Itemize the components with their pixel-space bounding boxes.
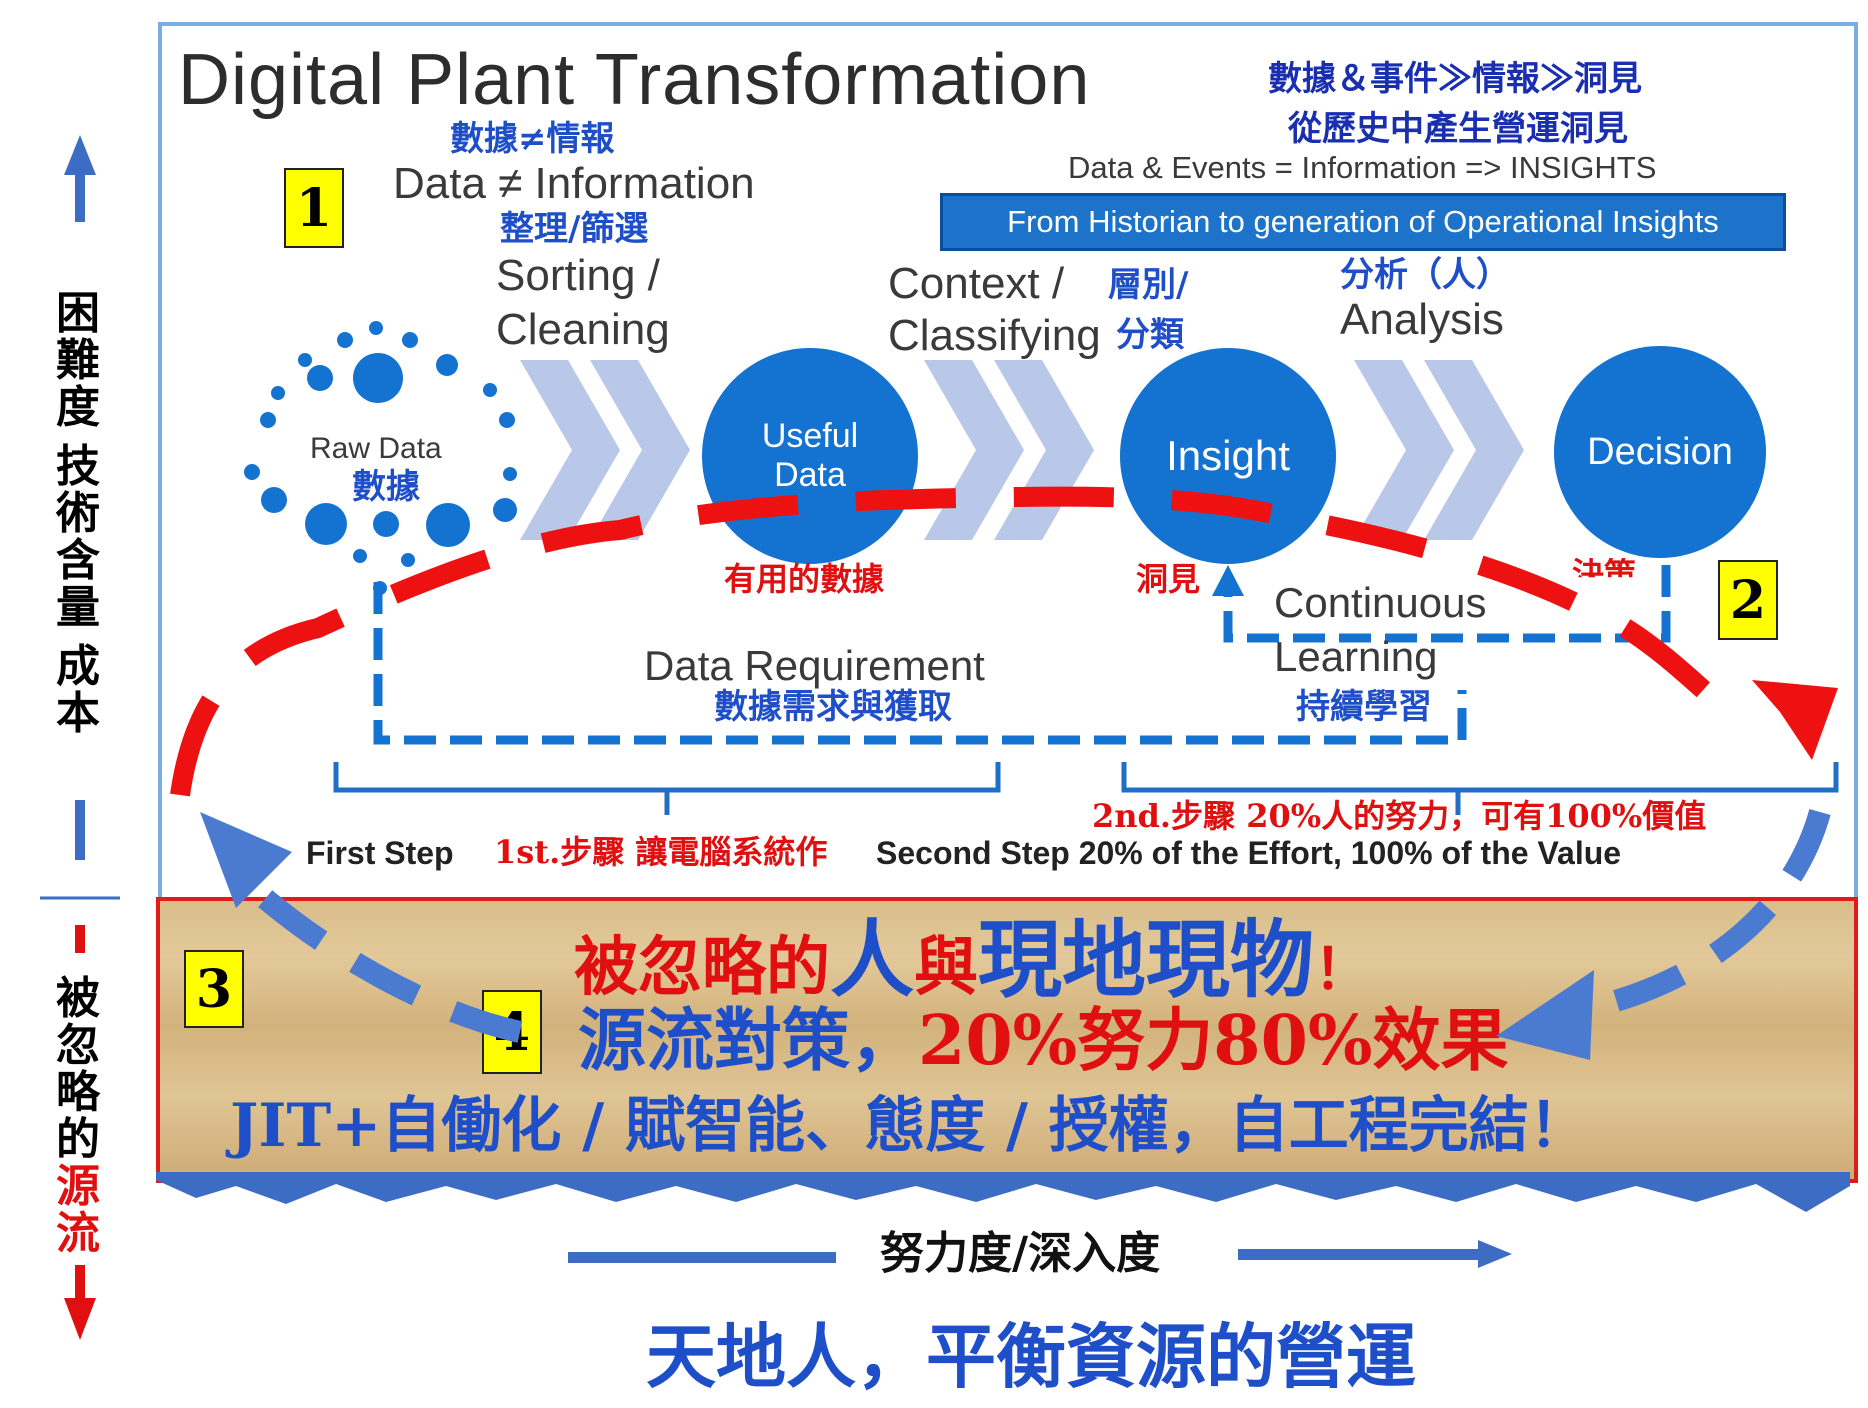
insight-label: Insight (1166, 432, 1290, 479)
up-arrow-icon (64, 135, 96, 222)
badge-3: 3 (184, 950, 244, 1028)
first-step-en: First Step (306, 835, 454, 871)
continuous-learning-cn: 持續學習 (1296, 687, 1432, 727)
footer-slogan: 天地人，平衡資源的營運 (646, 1315, 1416, 1398)
sorting-en-2: Cleaning (496, 305, 670, 354)
continuous-learning-1: Continuous (1274, 579, 1487, 626)
header-cn-line1: 數據＆事件≫情報≫洞見 (1268, 59, 1642, 99)
useful-data-node: Useful Data (702, 348, 918, 564)
badge-4: 4 (482, 990, 542, 1074)
data-requirement-en: Data Requirement (644, 642, 985, 689)
context-cn-1: 層別/ (1108, 265, 1189, 305)
first-step-cn: 1st.步驟 讓電腦系統作 (494, 833, 828, 871)
useful-data-label-1: Useful (761, 417, 859, 455)
chevron-icon-group (520, 360, 1524, 540)
band-line-1: 被忽略的人與現地現物！ (574, 910, 1371, 1009)
data-requirement-cn: 數據需求與獲取 (714, 687, 952, 727)
x-axis-label: 努力度/深入度 (880, 1228, 1161, 1279)
raw-data-label: Raw Data (310, 432, 442, 465)
band-line-3: JIT+自働化 / 賦智能、態度 / 授權，自工程完結！ (230, 1091, 1589, 1161)
banner: From Historian to generation of Operatio… (940, 193, 1786, 251)
second-step-cn: 2nd.步驟 20%人的努力，可有100%價值 (1092, 797, 1707, 835)
data-info-en: Data ≠ Information (393, 159, 755, 208)
useful-data-label-2: Data (774, 456, 846, 494)
second-step-en: Second Step 20% of the Effort, 100% of t… (876, 835, 1622, 871)
page-title: Digital Plant Transformation (178, 40, 1091, 120)
left-axis-arrows (40, 135, 120, 1340)
raw-data-cn: 數據 (352, 467, 420, 507)
up-arrowhead-icon (1212, 565, 1244, 596)
badge-1: 1 (284, 168, 344, 248)
band-line-2: 源流對策，20%努力80%效果 (578, 1001, 1509, 1081)
context-en-1: Context / (888, 259, 1065, 308)
left-axis-top-text: 困 難 度 技 術 含 量 成 本 (56, 288, 100, 739)
insight-node: Insight (1120, 348, 1336, 564)
context-en-2: Classifying (888, 311, 1101, 360)
header-equation: Data & Events = Information => INSIGHTS (1068, 150, 1657, 185)
context-cn-2: 分類 (1116, 315, 1184, 355)
down-arrow-icon (64, 1265, 96, 1340)
analysis-cn: 分析（人） (1340, 255, 1510, 295)
data-info-cn: 數據≠情報 (450, 119, 615, 159)
insight-cn: 洞見 (1136, 560, 1201, 598)
sorting-cn: 整理/篩選 (500, 209, 649, 249)
left-axis-bottom-text: 被 忽 略 的 源 流 (56, 973, 100, 1259)
useful-data-cn: 有用的數據 (724, 560, 885, 598)
sorting-en-1: Sorting / (496, 251, 660, 300)
band-torn-edge (156, 1172, 1850, 1212)
continuous-learning-2: Learning (1274, 633, 1438, 680)
decision-label: Decision (1587, 430, 1733, 473)
analysis-en: Analysis (1340, 295, 1504, 344)
header-cn-line2: 從歷史中產生營運洞見 (1288, 109, 1628, 149)
left-axis (40, 130, 120, 1350)
decision-node: Decision (1554, 346, 1766, 558)
